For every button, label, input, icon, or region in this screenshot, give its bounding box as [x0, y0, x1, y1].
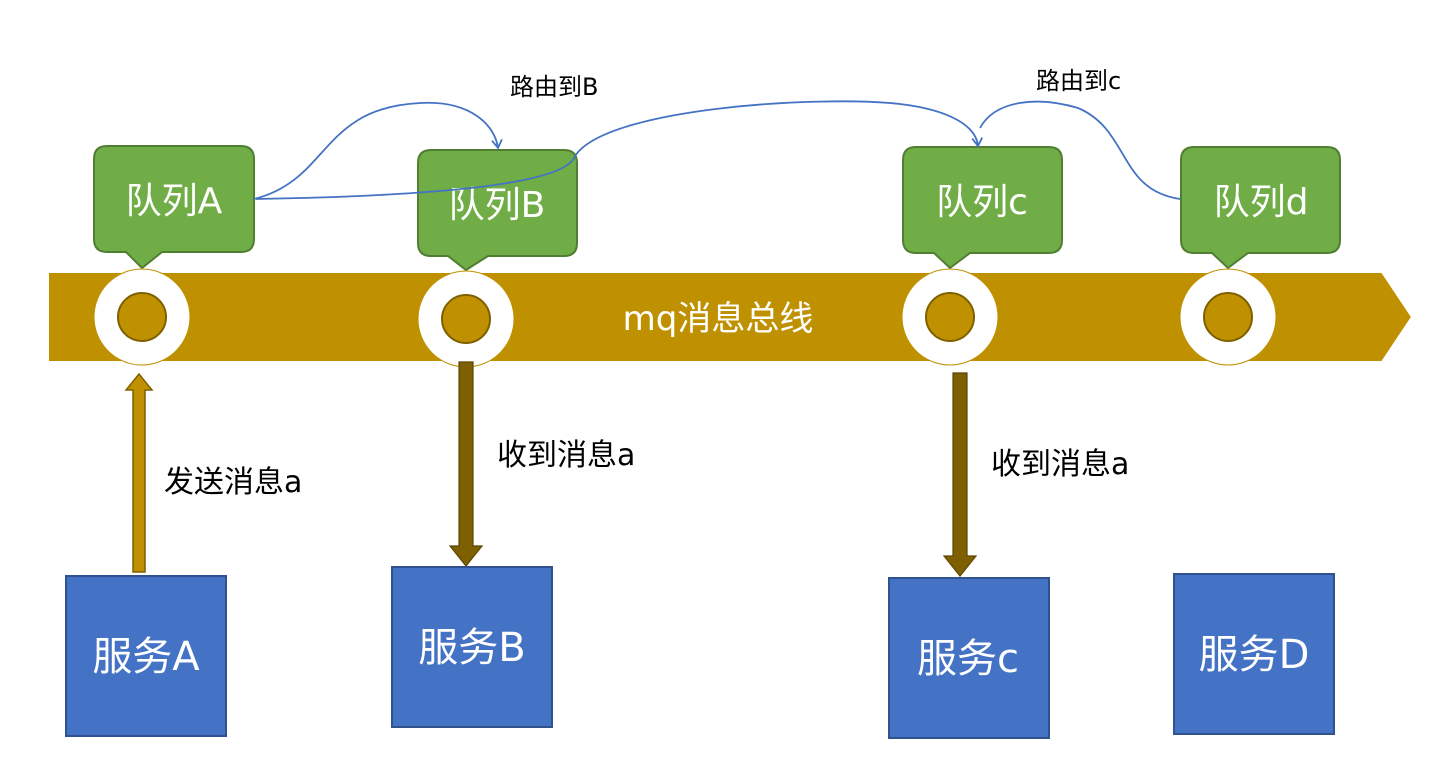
route-to-c-label: 路由到c [1036, 67, 1121, 95]
service-d-label: 服务D [1199, 632, 1310, 678]
receive-arrow-b [448, 361, 484, 567]
queue-b[interactable]: 队列B [417, 149, 578, 272]
queue-a[interactable]: 队列A [93, 145, 255, 270]
route-d-to-c-line [979, 100, 1181, 200]
service-c[interactable]: 服务c [888, 577, 1050, 739]
queue-d[interactable]: 队列d [1180, 146, 1341, 270]
service-d[interactable]: 服务D [1173, 573, 1335, 735]
route-a-to-c-line [255, 100, 983, 200]
bus-label: mq消息总线 [623, 299, 814, 339]
send-label: 发送消息a [164, 465, 302, 500]
service-c-label: 服务c [917, 636, 1019, 682]
bus-port-b [417, 270, 515, 368]
service-b[interactable]: 服务B [391, 566, 553, 728]
receive-arrow-c [942, 372, 978, 577]
send-arrow [124, 372, 154, 573]
queue-b-label: 队列B [449, 185, 546, 226]
receive-b-label: 收到消息a [497, 438, 635, 473]
service-b-label: 服务B [418, 625, 525, 671]
bus-port-a [93, 268, 191, 366]
bus-port-c [901, 268, 999, 366]
receive-c-label: 收到消息a [991, 447, 1129, 482]
service-a[interactable]: 服务A [65, 575, 227, 737]
route-a-to-b-line [253, 101, 503, 200]
queue-a-label: 队列A [126, 181, 223, 222]
route-to-b-label: 路由到B [510, 73, 598, 101]
queue-c[interactable]: 队列c [902, 146, 1063, 270]
queue-c-label: 队列c [936, 182, 1028, 223]
service-a-label: 服务A [92, 634, 200, 680]
message-bus [47, 271, 1414, 363]
bus-port-d [1179, 268, 1277, 366]
queue-d-label: 队列d [1214, 182, 1309, 223]
